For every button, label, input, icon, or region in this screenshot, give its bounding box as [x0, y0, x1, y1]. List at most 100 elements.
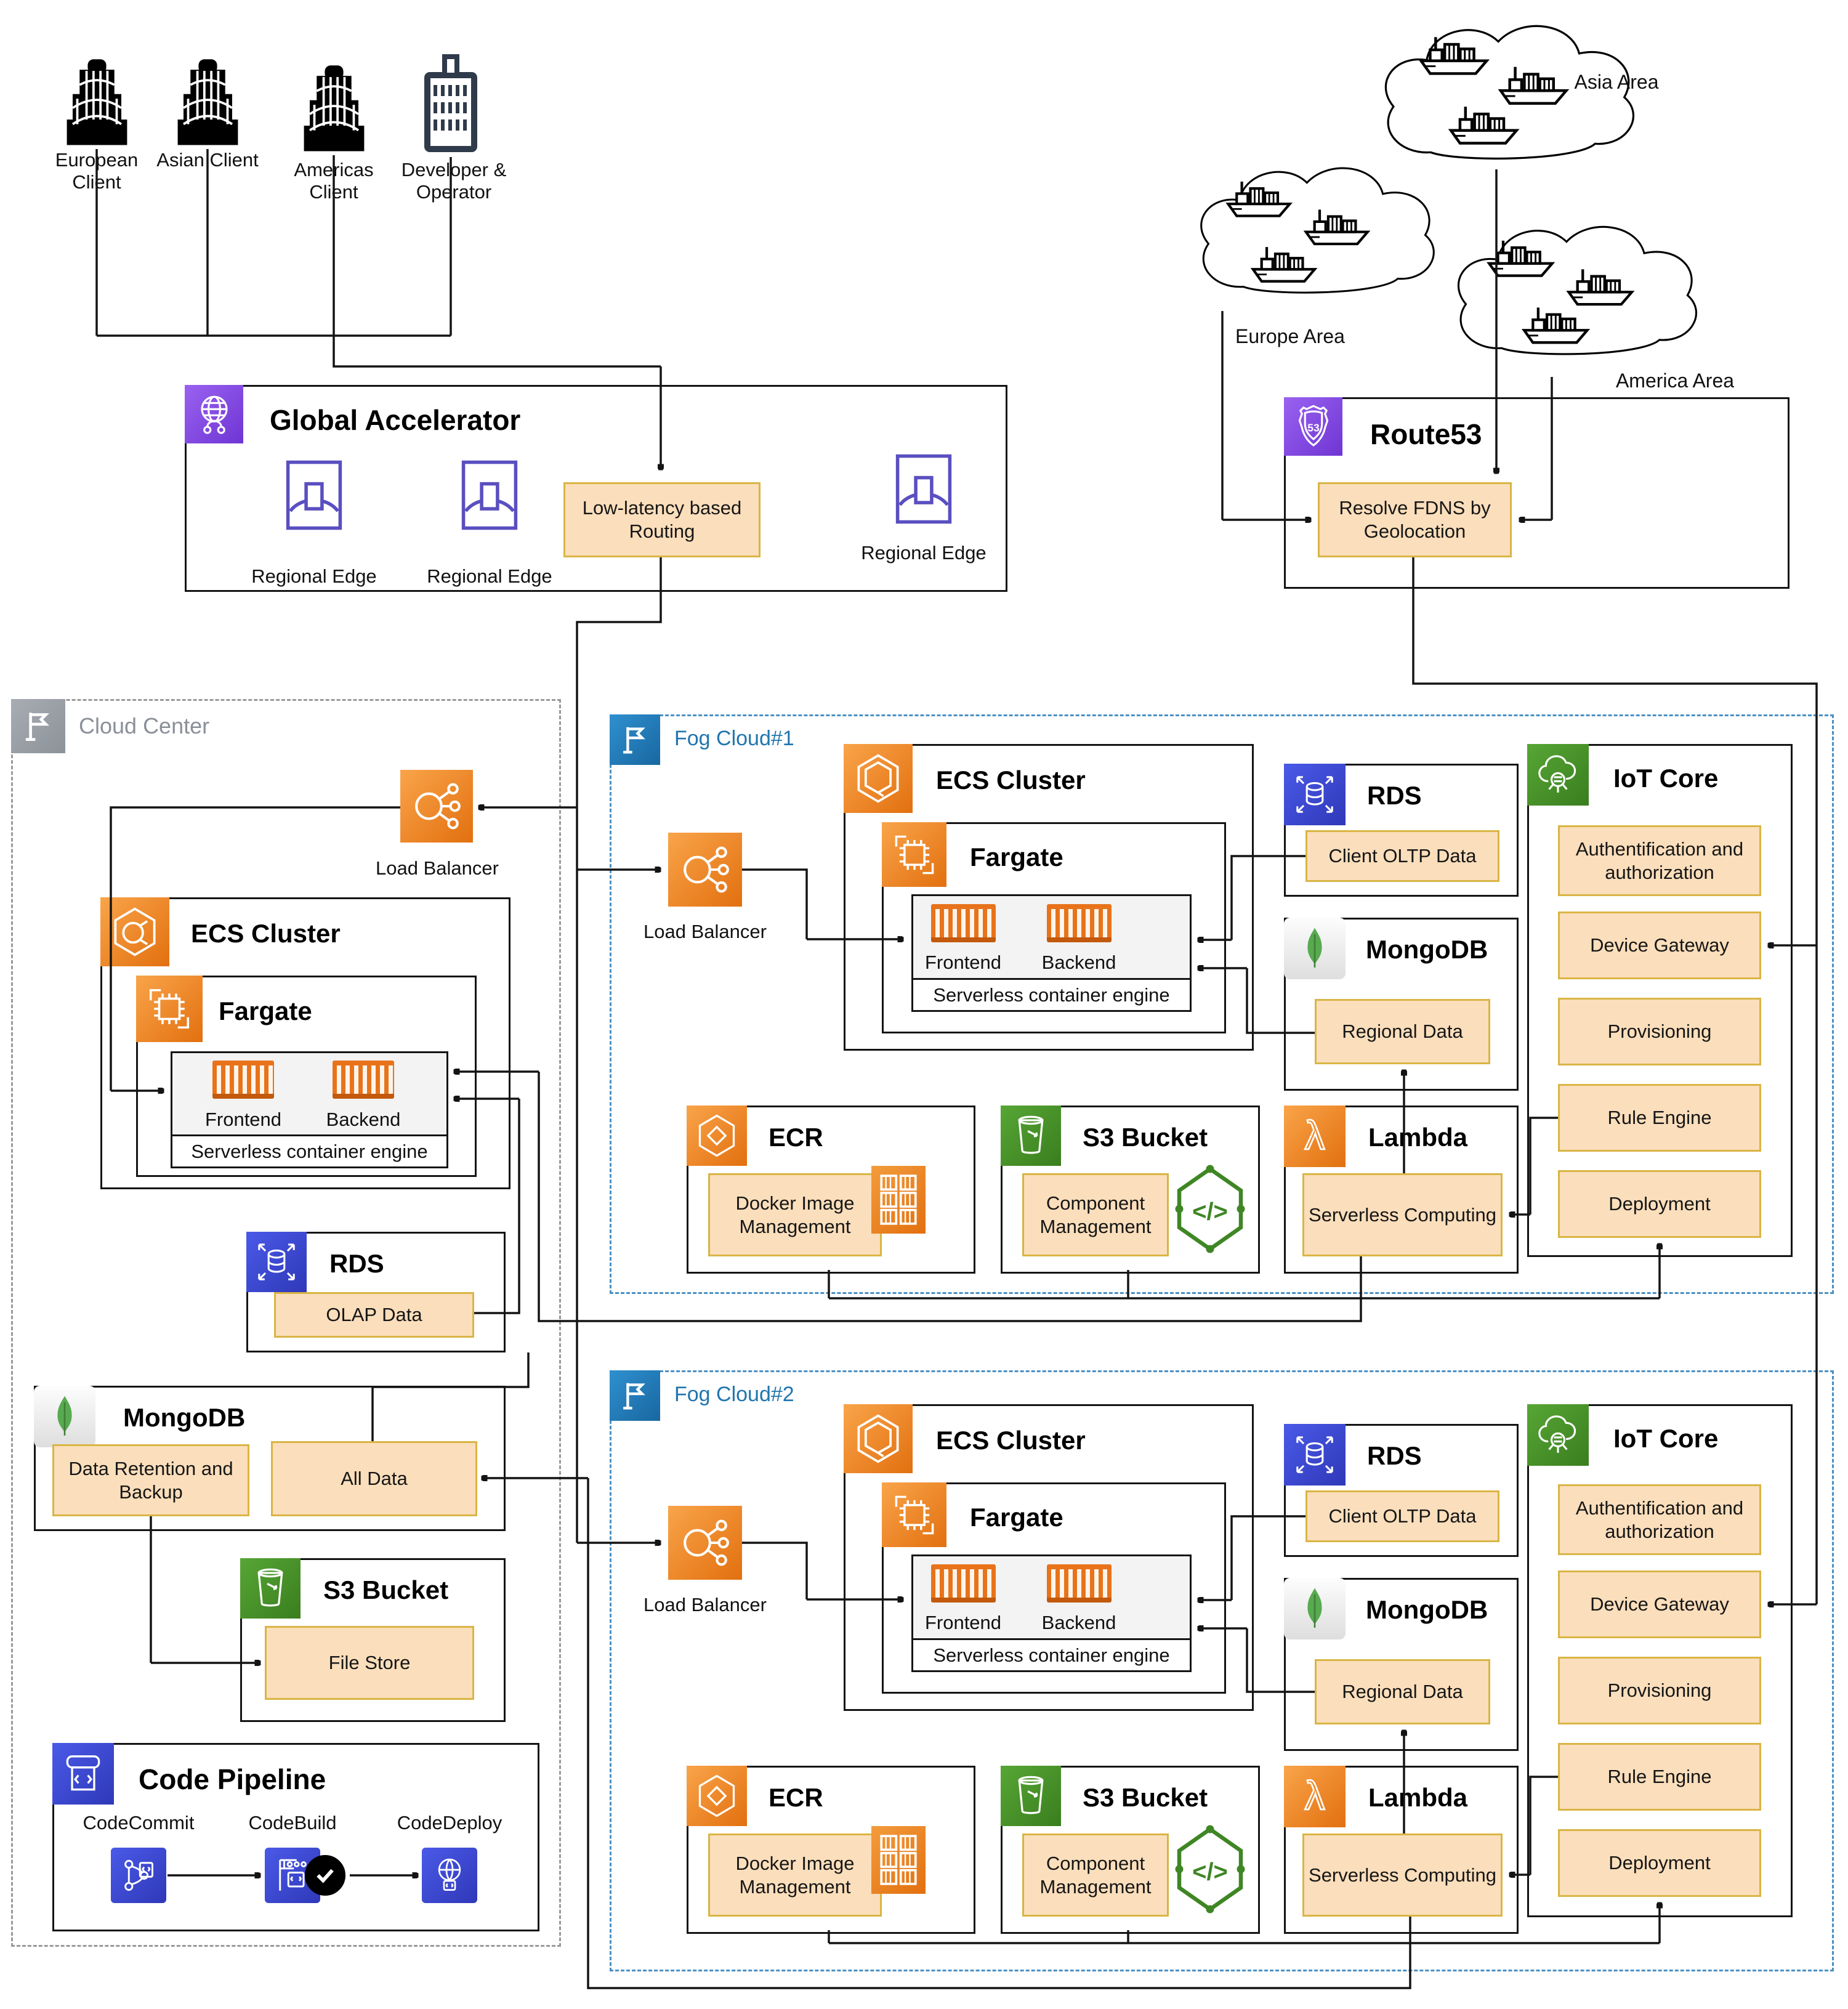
cc-filestore-box: File Store	[265, 1626, 474, 1700]
cc-fargate-icon	[136, 976, 203, 1042]
fog1-rds-title: RDS	[1367, 781, 1422, 810]
fog2-mongodb-title: MongoDB	[1366, 1595, 1488, 1624]
fog2-docker-box: Docker Image Management	[708, 1833, 882, 1917]
fog1-iot-title: IoT Core	[1613, 764, 1719, 793]
cc-olap-box: OLAP Data	[274, 1292, 474, 1338]
regional-edge-icon-2	[461, 460, 518, 530]
regional-edge-label-2: Regional Edge	[427, 565, 552, 587]
fog1-container-grid-icon	[871, 1166, 926, 1234]
fog2-iot-icon	[1527, 1404, 1589, 1466]
fog2-fargate-title: Fargate	[970, 1503, 1063, 1532]
fog1-backend-container-icon	[1047, 904, 1112, 942]
fog2-mongodb-icon	[1284, 1578, 1346, 1639]
fog2-s3-title: S3 Bucket	[1083, 1783, 1208, 1812]
cc-rds-icon	[246, 1232, 307, 1292]
cc-ecs-title: ECS Cluster	[191, 919, 341, 948]
developer-operator-label: Developer & Operator	[401, 159, 507, 203]
fog1-frontend-label: Frontend	[924, 952, 1002, 973]
fog2-ecs-title: ECS Cluster	[936, 1426, 1086, 1455]
regional-edge-icon-1	[286, 460, 342, 530]
fog1-mongodb-title: MongoDB	[1366, 935, 1488, 964]
fog1-docker-box: Docker Image Management	[708, 1173, 882, 1256]
europe-area-cloud	[1200, 167, 1435, 294]
fog1-lambda-title: Lambda	[1368, 1123, 1468, 1152]
fog2-backend-container-icon	[1047, 1564, 1112, 1603]
fog2-load-balancer-label: Load Balancer	[644, 1594, 767, 1615]
fog2-backend-label: Backend	[1041, 1612, 1116, 1633]
fog2-rds-title: RDS	[1367, 1441, 1422, 1470]
cc-retention-box: Data Retention and Backup	[52, 1444, 249, 1516]
asian-client-icon	[172, 52, 243, 150]
cc-mongodb-icon	[34, 1386, 95, 1447]
cc-load-balancer-icon	[400, 770, 473, 843]
fog1-auth-box: Authentification and authorization	[1558, 825, 1761, 896]
fog1-gateway-box: Device Gateway	[1558, 912, 1761, 979]
global-accelerator-icon	[185, 385, 243, 443]
european-client-icon	[62, 52, 132, 150]
fog1-label: Fog Cloud#1	[674, 727, 794, 750]
fog2-ecr-title: ECR	[769, 1783, 823, 1812]
svg-text:</>: </>	[1192, 1199, 1228, 1226]
fog1-regional-box: Regional Data	[1315, 999, 1490, 1064]
route53-title: Route53	[1370, 418, 1482, 450]
fog2-serverless-box: Serverless Computing	[1302, 1833, 1503, 1917]
regional-edge-label-1: Regional Edge	[251, 565, 377, 587]
fog1-code-icon: </>	[1175, 1165, 1245, 1253]
fog1-frontend-container-icon	[931, 904, 996, 942]
fog1-fargate-icon	[882, 822, 946, 887]
fog1-serverless-box: Serverless Computing	[1302, 1173, 1503, 1256]
cc-mongodb-title: MongoDB	[123, 1403, 246, 1432]
fog2-component-box: Component Management	[1022, 1833, 1169, 1917]
cc-fargate-title: Fargate	[219, 996, 312, 1025]
fog1-load-balancer-label: Load Balancer	[644, 921, 767, 942]
fog1-ecr-icon	[687, 1106, 747, 1166]
fog2-gateway-box: Device Gateway	[1558, 1570, 1761, 1638]
fog2-ecs-icon	[844, 1404, 913, 1473]
route53-icon: 53	[1284, 397, 1342, 456]
americas-client-icon	[299, 59, 369, 156]
fog1-s3-icon	[1001, 1106, 1061, 1166]
svg-text:λ: λ	[1305, 1773, 1325, 1818]
fog1-lambda-icon: λ	[1284, 1106, 1346, 1167]
fog1-engine-strip: Serverless container engine	[911, 980, 1192, 1012]
fog2-iot-title: IoT Core	[1613, 1424, 1719, 1453]
fog2-deployment-box: Deployment	[1558, 1829, 1761, 1897]
fog2-label: Fog Cloud#2	[674, 1383, 794, 1406]
fog2-regional-box: Regional Data	[1315, 1659, 1490, 1724]
fog1-flag-icon	[610, 714, 660, 765]
cc-codepipeline-icon	[52, 1743, 114, 1805]
low-latency-routing-box: Low-latency based Routing	[563, 482, 761, 557]
cc-codebuild-label: CodeBuild	[248, 1812, 337, 1833]
european-client-label: European Client	[55, 149, 139, 193]
fog2-engine-strip: Serverless container engine	[911, 1640, 1192, 1672]
cc-frontend-container-icon	[212, 1061, 274, 1099]
fog1-fargate-title: Fargate	[970, 843, 1063, 871]
fog1-deployment-box: Deployment	[1558, 1170, 1761, 1238]
cc-backend-container-icon	[333, 1061, 394, 1099]
fog1-load-balancer-icon	[668, 833, 742, 907]
cc-ecs-icon	[100, 897, 169, 966]
fog1-rds-icon	[1284, 764, 1346, 825]
cc-engine-strip: Serverless container engine	[171, 1136, 448, 1168]
fog1-s3-title: S3 Bucket	[1083, 1123, 1208, 1152]
fog1-ecs-icon	[844, 744, 913, 813]
fog2-rule-box: Rule Engine	[1558, 1743, 1761, 1811]
fog2-fargate-icon	[882, 1482, 946, 1547]
fog1-backend-label: Backend	[1041, 952, 1116, 973]
america-area-label: America Area	[1615, 370, 1735, 392]
cc-load-balancer-label: Load Balancer	[376, 857, 499, 879]
cc-s3-title: S3 Bucket	[323, 1575, 449, 1604]
fog1-ecr-title: ECR	[769, 1123, 823, 1152]
cc-alldata-box: All Data	[271, 1441, 477, 1516]
asia-area-label: Asia Area	[1574, 71, 1659, 93]
america-area-cloud	[1457, 225, 1698, 355]
developer-operator-icon	[420, 51, 482, 154]
europe-area-label: Europe Area	[1235, 325, 1345, 347]
svg-text:λ: λ	[1305, 1113, 1325, 1158]
fog1-oltp-box: Client OLTP Data	[1305, 830, 1499, 882]
fog1-rule-box: Rule Engine	[1558, 1084, 1761, 1152]
cc-s3-icon	[240, 1558, 301, 1619]
global-accelerator-title: Global Accelerator	[270, 404, 521, 436]
asian-client-label: Asian Client	[156, 149, 259, 171]
fog2-oltp-box: Client OLTP Data	[1305, 1490, 1499, 1542]
